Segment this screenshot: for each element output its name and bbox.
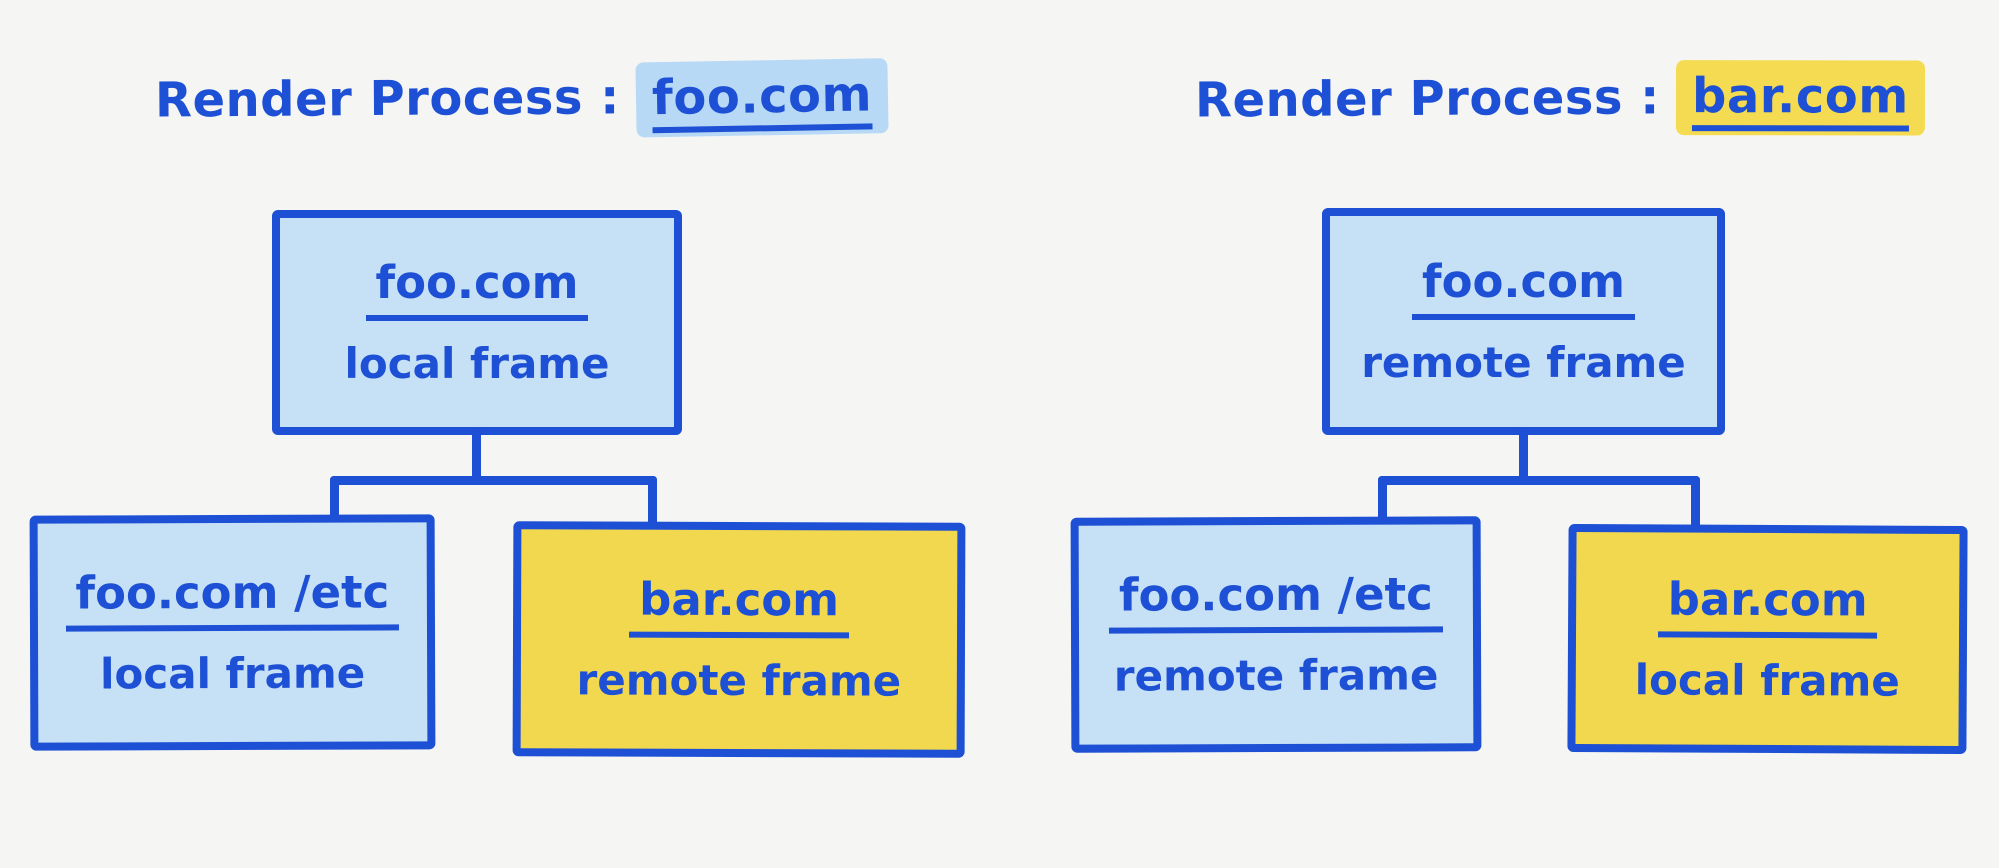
frame-node-child: bar.com local frame: [1567, 523, 1968, 755]
title-prefix: Render Process :: [154, 69, 621, 129]
frame-type-label: remote frame: [1361, 338, 1686, 387]
frame-type-label: local frame: [100, 648, 366, 699]
frame-domain: foo.com: [365, 260, 589, 321]
title-domain-highlight: bar.com: [1675, 60, 1925, 136]
tree-connector-drop-left: [1378, 476, 1387, 526]
title-domain: bar.com: [1691, 68, 1909, 132]
title-domain-highlight: foo.com: [635, 58, 889, 138]
tree-connector-drop-left: [330, 476, 339, 524]
tree-connector-bar: [330, 476, 657, 485]
frame-type-label: local frame: [1634, 654, 1900, 706]
panel-title-foo: Render Process : foo.com: [154, 58, 889, 139]
frame-node-child: foo.com /etc local frame: [29, 514, 436, 751]
title-prefix: Render Process :: [1194, 69, 1661, 129]
frame-type-label: remote frame: [576, 655, 902, 706]
frame-domain: bar.com: [629, 573, 850, 639]
frame-type-label: remote frame: [1113, 650, 1439, 701]
frame-domain: foo.com /etc: [1108, 567, 1443, 634]
frame-node-child: foo.com /etc remote frame: [1070, 516, 1482, 753]
panel-title-bar: Render Process : bar.com: [1195, 59, 1925, 139]
frame-node-parent: foo.com local frame: [272, 210, 682, 435]
frame-domain: foo.com: [1412, 259, 1635, 320]
title-domain: foo.com: [651, 66, 873, 134]
tree-connector-drop-right: [648, 476, 657, 530]
frame-type-label: local frame: [344, 339, 610, 388]
tree-connector-stem: [1519, 428, 1528, 484]
tree-connector-drop-right: [1691, 476, 1700, 534]
tree-connector-bar: [1378, 476, 1700, 485]
frame-domain: bar.com: [1657, 572, 1878, 639]
frame-node-parent: foo.com remote frame: [1322, 208, 1725, 435]
frame-domain: foo.com /etc: [65, 565, 400, 632]
tree-connector-stem: [472, 428, 481, 484]
frame-node-child: bar.com remote frame: [512, 521, 966, 758]
